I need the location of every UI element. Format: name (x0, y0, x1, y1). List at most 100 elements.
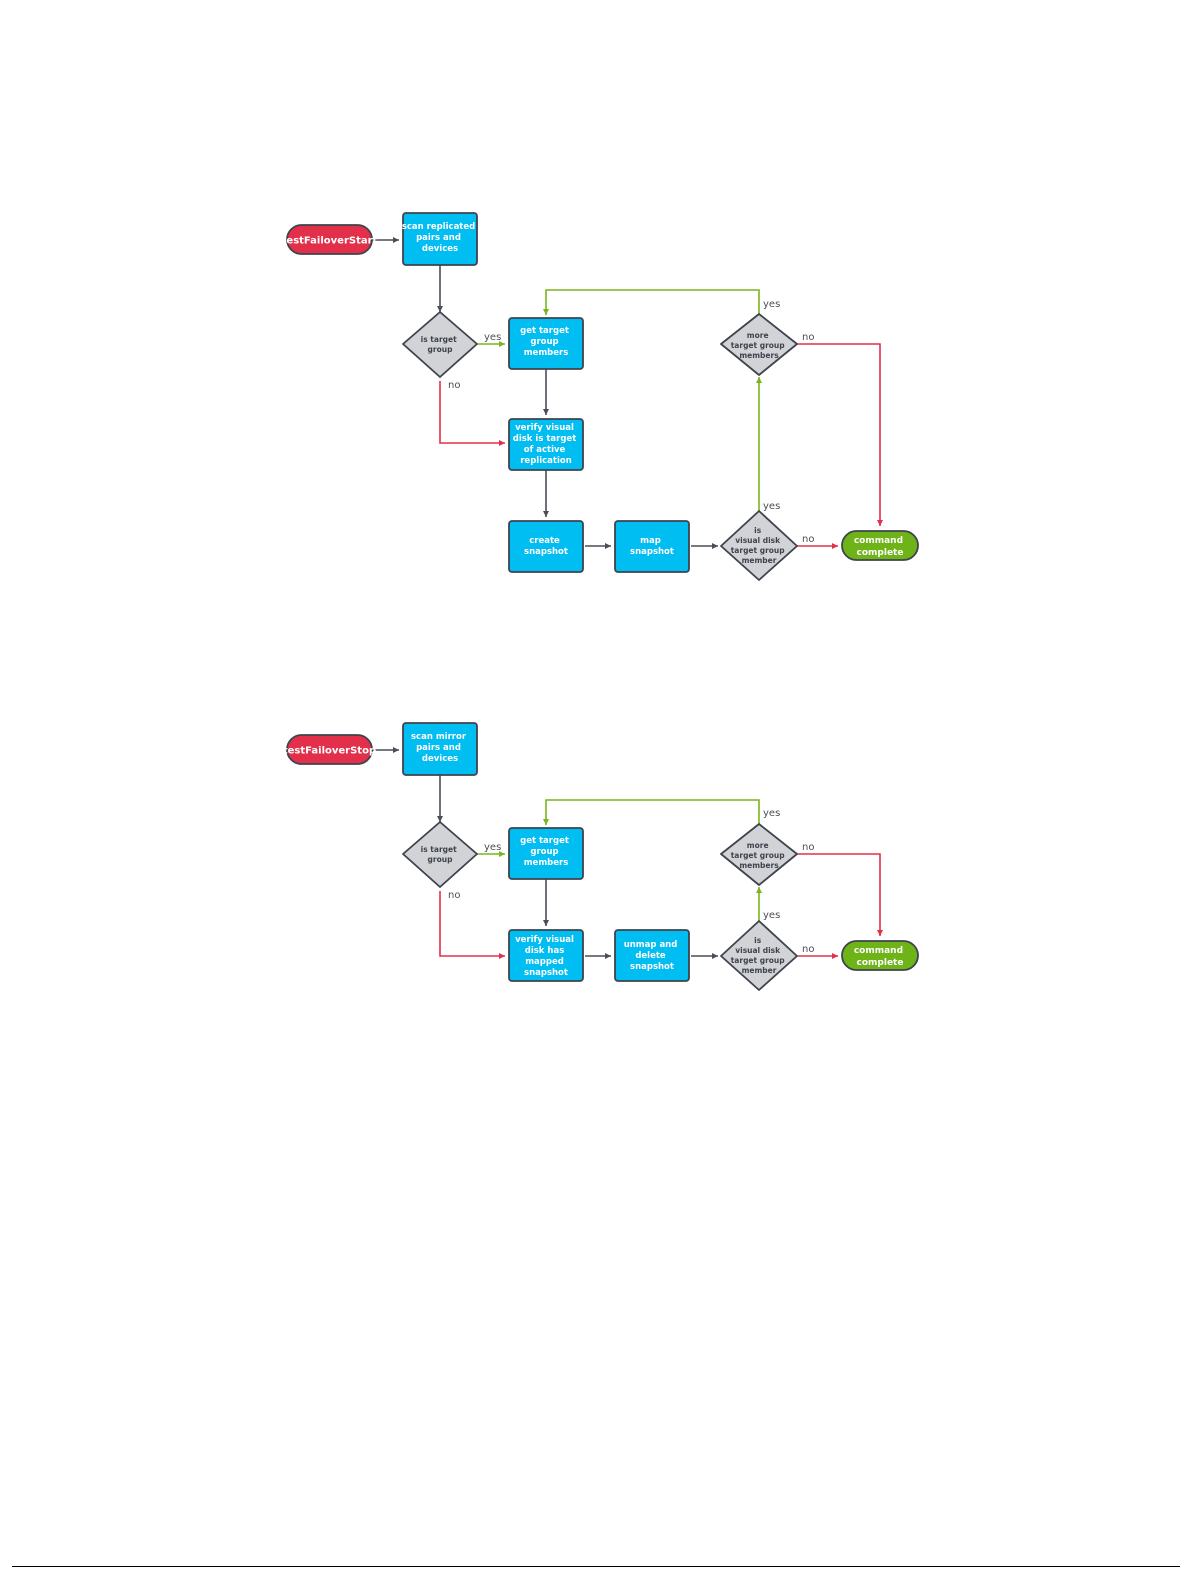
unmap-line: delete (635, 951, 666, 961)
more-members-line: members (739, 351, 779, 360)
svg-text:scan replicated pairs: scan replicated pairs and devices (402, 222, 478, 254)
get-members-line: group (530, 337, 558, 347)
decision-line: is target (421, 335, 457, 344)
process-scan: scan mirror pairs and devices (402, 722, 478, 776)
map-line: map (640, 536, 661, 546)
label-no: no (802, 842, 814, 853)
scan-line: devices (422, 754, 458, 764)
unmap-line: unmap and (624, 940, 678, 950)
process-get-target-group-members: get target group members (508, 317, 584, 370)
svg-text:more target group: more target group members (731, 331, 788, 360)
decision-more-target-group-members: more target group members (720, 313, 798, 376)
svg-text:map snapshot: map snapshot (630, 536, 674, 557)
verify-line: verify visual (515, 423, 574, 433)
is-member-line: target group (731, 546, 786, 555)
svg-text:is visual disk: is visual disk target group member (731, 936, 788, 975)
is-member-line: is (754, 526, 762, 535)
decision-is-target-group: is target group (402, 311, 478, 378)
is-member-line: member (742, 966, 777, 975)
process-unmap-delete-snapshot: unmap and delete snapshot (614, 929, 690, 982)
label-yes: yes (763, 501, 780, 512)
diagram-test-failover-start: yes no yes no yes no testFailoverStart s… (282, 212, 919, 581)
label-yes: yes (763, 808, 780, 819)
label-no: no (802, 534, 814, 545)
scan-line: pairs and (416, 233, 461, 243)
edges (372, 237, 883, 549)
decision-line: is target (421, 845, 457, 854)
get-members-line: members (524, 858, 569, 868)
decision-more-target-group-members: more target group members (720, 823, 798, 886)
decision-is-target-group: is target group (402, 821, 478, 888)
edge-more-members-no (797, 343, 883, 526)
process-verify-visual-disk: verify visual disk is target of active r… (508, 418, 584, 471)
verify-line: of active (524, 445, 566, 455)
process-get-target-group-members: get target group members (508, 827, 584, 880)
svg-text:get target group: get target group members (520, 326, 572, 358)
scan-line: scan mirror (411, 732, 467, 742)
svg-text:is target group: is target group (421, 335, 460, 354)
svg-text:get target group: get target group members (520, 836, 572, 868)
map-line: snapshot (630, 547, 674, 557)
end-line: command (854, 536, 903, 546)
get-members-line: get target (520, 836, 569, 846)
start-terminal: testFailoverStop (283, 734, 376, 765)
more-members-line: members (739, 861, 779, 870)
label-no: no (802, 332, 814, 343)
verify-line: verify visual (515, 935, 574, 945)
svg-text:more target group: more target group members (731, 841, 788, 870)
label-no: no (802, 944, 814, 955)
unmap-line: snapshot (630, 962, 674, 972)
label-yes: yes (763, 910, 780, 921)
start-terminal: testFailoverStart (282, 224, 378, 255)
is-member-line: member (742, 556, 777, 565)
edge-more-members-yes (543, 289, 760, 315)
decision-line: group (428, 345, 454, 354)
more-members-line: target group (731, 851, 786, 860)
is-member-line: target group (731, 956, 786, 965)
more-members-line: more (747, 841, 769, 850)
process-create-snapshot: create snapshot (508, 520, 584, 573)
svg-text:unmap and delete: unmap and delete snapshot (624, 940, 681, 972)
svg-text:verify visual disk is: verify visual disk is target of active r… (513, 423, 579, 466)
process-scan: scan replicated pairs and devices (402, 212, 478, 266)
end-line: complete (857, 958, 904, 968)
scan-line: scan replicated (402, 222, 475, 232)
edges (372, 747, 883, 959)
process-map-snapshot: map snapshot (614, 520, 690, 573)
process-verify-visual-disk: verify visual disk has mapped snapshot (508, 929, 584, 982)
verify-line: snapshot (524, 968, 568, 978)
get-members-line: get target (520, 326, 569, 336)
svg-text:command complete: command complete (854, 946, 906, 968)
page-bottom-rule (12, 1566, 1180, 1567)
more-members-line: more (747, 331, 769, 340)
edge-more-members-yes (543, 799, 760, 825)
create-line: create (529, 536, 560, 546)
verify-line: disk has (525, 946, 565, 956)
label-yes: yes (484, 842, 501, 853)
end-terminal: command complete (841, 530, 919, 561)
scan-line: devices (422, 244, 458, 254)
label-no: no (448, 380, 460, 391)
scan-line: pairs and (416, 743, 461, 753)
diagram-test-failover-stop: yes no yes no yes no testFailoverStop sc… (283, 722, 919, 991)
edge-more-members-no (797, 853, 883, 936)
decision-line: group (428, 855, 454, 864)
decision-is-visual-disk-member: is visual disk target group member (720, 920, 798, 991)
svg-text:command complete: command complete (854, 536, 906, 558)
get-members-line: group (530, 847, 558, 857)
edge-is-target-no (439, 381, 505, 446)
svg-text:verify visual disk has: verify visual disk has mapped snapshot (515, 935, 577, 978)
end-line: command (854, 946, 903, 956)
svg-text:is visual disk: is visual disk target group member (731, 526, 788, 565)
is-member-line: is (754, 936, 762, 945)
create-line: snapshot (524, 547, 568, 557)
verify-line: replication (520, 456, 572, 466)
edge-is-target-no (439, 891, 505, 959)
start-label: testFailoverStart (282, 236, 378, 247)
svg-text:scan mirror pairs and: scan mirror pairs and devices (411, 732, 469, 764)
svg-text:create snapshot: create snapshot (524, 536, 568, 557)
is-member-line: visual disk (735, 536, 781, 545)
end-line: complete (857, 548, 904, 558)
verify-line: mapped (525, 957, 564, 967)
